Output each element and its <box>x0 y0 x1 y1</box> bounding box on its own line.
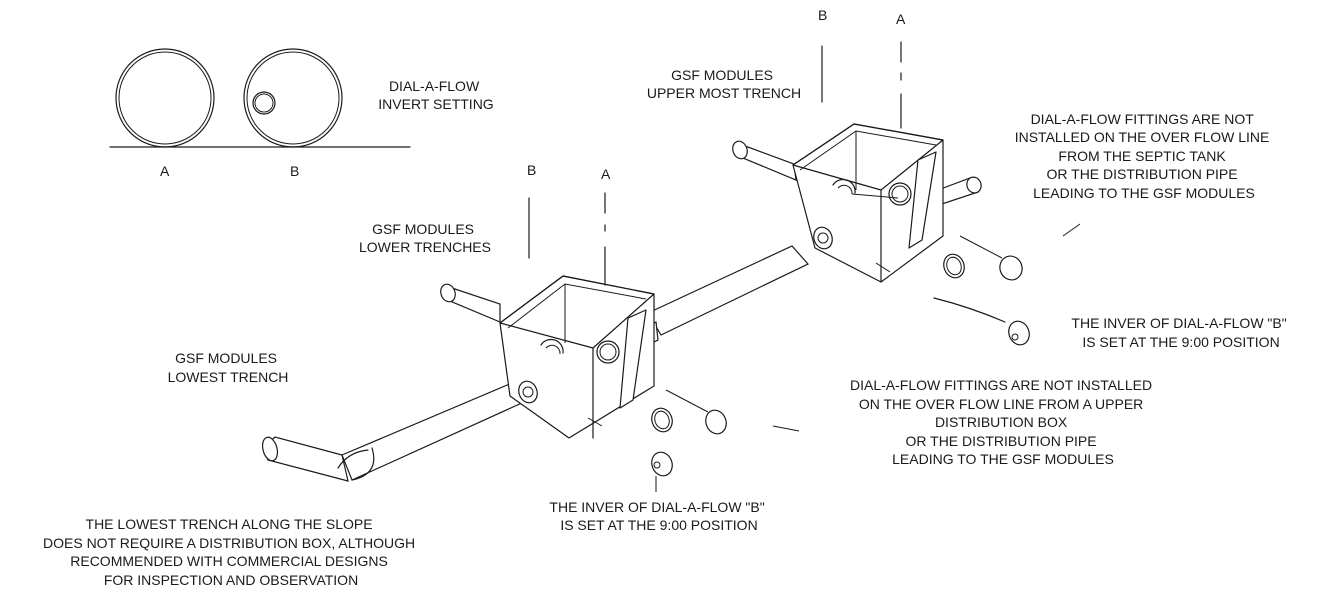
lower-baffle <box>619 309 647 409</box>
upper-module-title: GSF MODULES UPPER MOST TRENCH <box>647 67 801 101</box>
upper-front-outlet <box>813 226 833 250</box>
upper-cap-b <box>1008 320 1030 346</box>
invert-label-b: B <box>290 163 299 179</box>
lower-label-a: A <box>601 166 611 182</box>
lowest-trench-note: THE LOWEST TRENCH ALONG THE SLOPE DOES N… <box>43 516 419 588</box>
lower-cap-b <box>651 451 673 477</box>
upper-distribution-box <box>792 123 944 283</box>
invert-setting-title: DIAL-A-FLOW INVERT SETTING <box>378 78 493 112</box>
upper-label-a: A <box>896 11 906 27</box>
invert-circle-a <box>115 48 215 148</box>
lowest-trench-title: GSF MODULES LOWEST TRENCH <box>168 350 289 385</box>
lower-front-outlet <box>518 380 538 404</box>
upper-invert-note: THE INVER OF DIAL-A-FLOW "B" IS SET AT T… <box>1071 315 1290 350</box>
connector-pipe <box>647 245 809 336</box>
lower-loose-fittings <box>651 389 800 492</box>
lowest-trench-pipe <box>261 382 525 482</box>
upper-cap-a <box>999 255 1023 281</box>
upper-baffle <box>908 151 937 249</box>
pipes <box>261 140 982 482</box>
reference-lines <box>528 41 1081 286</box>
upper-label-b: B <box>818 7 827 23</box>
upper-dial-a-flow-b <box>832 178 856 194</box>
invert-circle-b <box>243 48 343 148</box>
lower-label-b: B <box>527 162 536 178</box>
lower-fittings-note: DIAL-A-FLOW FITTINGS ARE NOT INSTALLED O… <box>850 377 1156 467</box>
lower-distribution-box <box>499 275 655 439</box>
lower-dial-a-flow-b <box>540 338 564 354</box>
lower-invert-note: THE INVER OF DIAL-A-FLOW "B" IS SET AT T… <box>549 499 768 533</box>
upper-loose-fittings <box>933 235 1030 346</box>
lower-module-title: GSF MODULES LOWER TRENCHES <box>359 221 491 255</box>
lower-dial-a-flow-a <box>596 340 620 364</box>
upper-fittings-note: DIAL-A-FLOW FITTINGS ARE NOT INSTALLED O… <box>1015 111 1274 201</box>
upper-dial-a-flow-a <box>888 182 912 206</box>
lower-cap-a <box>705 409 727 435</box>
invert-setting-detail: A B DIAL-A-FLOW INVERT SETTING <box>109 48 494 179</box>
invert-label-a: A <box>160 163 170 179</box>
invert-hole-b <box>252 91 276 115</box>
